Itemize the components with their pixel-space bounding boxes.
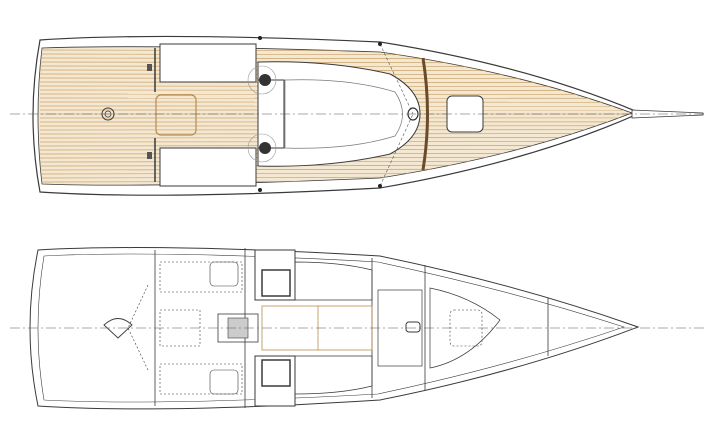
locker-hatch (209, 261, 239, 287)
winch-icon (259, 142, 271, 154)
winch-sweep (247, 133, 277, 163)
chainplate-icon (378, 42, 382, 46)
settee-port (294, 261, 373, 301)
locker-hatch (209, 369, 239, 395)
v-berth (429, 287, 501, 369)
cleat-icon (147, 64, 152, 71)
sink-icon (261, 359, 291, 387)
cockpit-locker (159, 261, 243, 293)
port-cockpit-seat (159, 43, 257, 83)
interior-plan-view (10, 247, 705, 410)
cockpit-hatch (155, 94, 197, 136)
winch-sweep (247, 65, 277, 95)
shroud-line (379, 113, 414, 187)
chainplate-icon (258, 36, 262, 40)
cockpit-locker (159, 363, 243, 395)
rudder-icon (103, 318, 133, 339)
mast-step-icon (405, 321, 421, 333)
settee-starboard (294, 355, 373, 395)
cleat-icon (147, 152, 152, 159)
chainplate-icon (258, 188, 262, 192)
chainplate-icon (378, 184, 382, 188)
shroud-line (379, 43, 414, 115)
winch-icon (259, 74, 271, 86)
sink-icon (261, 269, 291, 297)
starboard-cockpit-seat (159, 147, 257, 187)
deck-plan-view (10, 35, 705, 196)
coachroof-inner (284, 79, 403, 149)
